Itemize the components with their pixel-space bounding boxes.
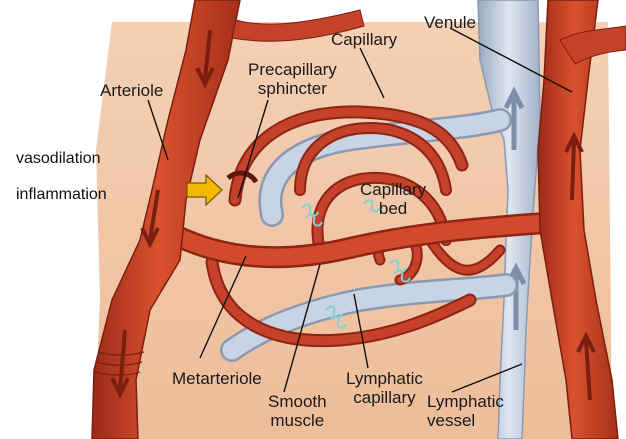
venule-flow-arrow — [564, 131, 584, 201]
label-lymphatic-capillary-line-2: capillary — [353, 388, 416, 407]
label-smooth-muscle-line-2: muscle — [270, 411, 325, 430]
label-lymphatic-vessel-line-2: vessel — [427, 411, 476, 430]
label-precapillary-line-1: Precapillary — [248, 60, 337, 79]
label-smooth-muscle-line-1: Smooth — [268, 392, 327, 411]
venule-flow-arrow — [576, 331, 596, 401]
arteriole-rings — [93, 351, 145, 376]
label-lymphatic-capillary: Lymphatic capillary — [346, 369, 423, 407]
label-lymphatic-vessel-line-1: Lymphatic — [427, 392, 504, 411]
annotation-inflammation: inflammation — [16, 186, 107, 203]
arteriole-shape — [91, 0, 241, 439]
label-capillary-bed: Capillary bed — [360, 180, 426, 218]
annotation-vasodilation: vasodilation — [16, 150, 101, 167]
metarteriole-fill — [166, 213, 569, 266]
leader-lines — [147, 27, 573, 393]
highlight-arrow-icon — [186, 173, 223, 207]
lymph-flow-arrow — [503, 86, 525, 150]
label-lymphatic-vessel: Lymphatic vessel — [427, 392, 504, 430]
capillary-network — [205, 105, 506, 348]
arteriole-flow-arrow — [140, 189, 160, 249]
lymph-drop-icons — [301, 199, 411, 329]
lymphatic-capillary-upper-fill — [261, 110, 510, 225]
label-precapillary-line-2: sphincter — [257, 79, 327, 98]
arteriole-flow-arrow — [195, 29, 215, 89]
label-metarteriole: Metarteriole — [172, 369, 262, 388]
label-lymphatic-capillary-line-1: Lymphatic — [346, 369, 423, 388]
arteriole-branch — [231, 9, 365, 42]
label-precapillary-sphincter: Precapillary sphincter — [248, 60, 337, 98]
venule-shape — [537, 0, 619, 439]
venule-branch — [559, 25, 626, 65]
label-arteriole: Arteriole — [100, 81, 164, 100]
label-venule: Venule — [424, 13, 476, 32]
label-capillary-bed-line-1: Capillary — [360, 180, 427, 199]
label-capillary: Capillary — [331, 30, 398, 49]
arteriole-flow-arrow — [110, 329, 130, 399]
precapillary-sphincter-ring — [226, 170, 259, 184]
label-capillary-bed-line-2: bed — [378, 199, 408, 218]
label-smooth-muscle: Smooth muscle — [268, 392, 327, 430]
